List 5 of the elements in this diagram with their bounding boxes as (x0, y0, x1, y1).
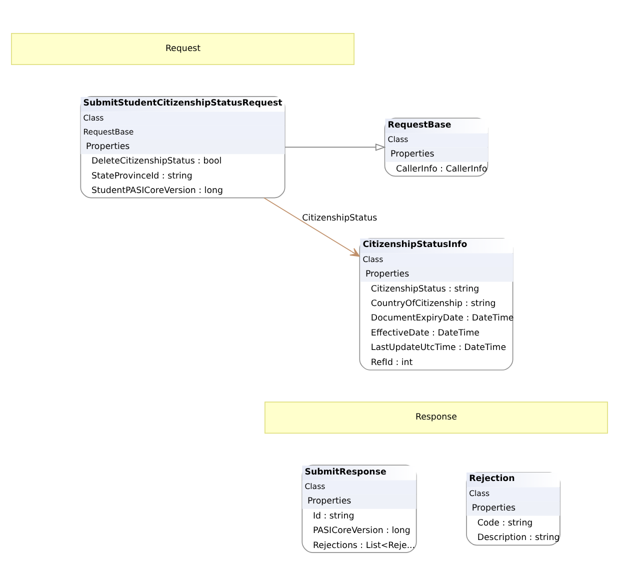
arrow (284, 144, 386, 151)
arrow (264, 197, 360, 257)
node-box: Response (264, 402, 608, 434)
edge-label: CitizenshipStatus (302, 213, 378, 224)
node-box: Request (11, 33, 354, 66)
